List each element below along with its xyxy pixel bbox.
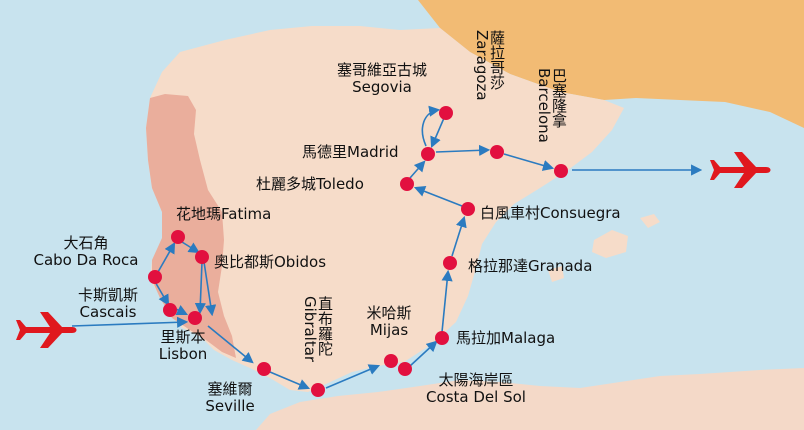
route-segment [325, 364, 381, 389]
route-segment [71, 316, 189, 328]
stop-dot-seville [257, 362, 271, 376]
route-segment [421, 105, 441, 147]
stop-dot-granada [443, 256, 457, 270]
stop-dot-obidos [195, 250, 209, 264]
stop-dot-lisbon [188, 311, 202, 325]
stop-dot-consuegra [461, 202, 475, 216]
stop-dot-zaragoza [490, 145, 504, 159]
stop-dot-malaga [435, 331, 449, 345]
stop-dot-barcelona [554, 164, 568, 178]
africa-region [256, 368, 804, 430]
stop-dot-segovia [439, 106, 453, 120]
mallorca-island [592, 230, 628, 258]
label-obidos: 奧比都斯Obidos [214, 253, 327, 271]
stop-dot-cabo [148, 270, 162, 284]
route-segment [269, 371, 311, 390]
label-consuegra: 白風車村Consuegra [480, 204, 621, 222]
route-segment [153, 279, 170, 306]
stop-dot-cascais [163, 303, 177, 317]
label-granada: 格拉那達Granada [468, 257, 593, 275]
label-madrid: 馬德里Madrid [302, 143, 399, 161]
portugal-region [146, 94, 236, 358]
route-lines [71, 105, 703, 390]
stop-dot-costa [398, 362, 412, 376]
arrival-airplane-icon [16, 312, 77, 348]
stop-dot-fatima [171, 230, 185, 244]
route-segment [194, 261, 206, 315]
route-segment [503, 153, 555, 171]
label-malaga: 馬拉加Malaga [456, 329, 556, 347]
route-segment [203, 261, 217, 317]
route-segment [441, 269, 453, 333]
route-segment [430, 117, 445, 149]
stop-dots [148, 106, 568, 397]
route-segment [435, 144, 491, 156]
stop-dot-toledo [400, 177, 414, 191]
stop-dot-madrid [421, 147, 435, 161]
route-segment [207, 325, 254, 364]
route-segment [451, 215, 467, 257]
spain-region [146, 26, 624, 392]
menorca-island [640, 214, 660, 228]
departure-airplane-icon [710, 152, 771, 188]
label-fatima: 花地瑪Fatima [176, 205, 272, 223]
route-segment [181, 241, 200, 254]
route-segment [157, 242, 176, 273]
france-region [418, 0, 804, 128]
stop-dot-mijas [384, 354, 398, 368]
ibiza-island [548, 266, 564, 282]
route-segment [409, 160, 426, 179]
label-toledo: 杜麗多城Toledo [256, 175, 364, 193]
route-segment [409, 340, 438, 367]
stop-dot-gibraltar [311, 383, 325, 397]
route-segment [413, 186, 463, 207]
